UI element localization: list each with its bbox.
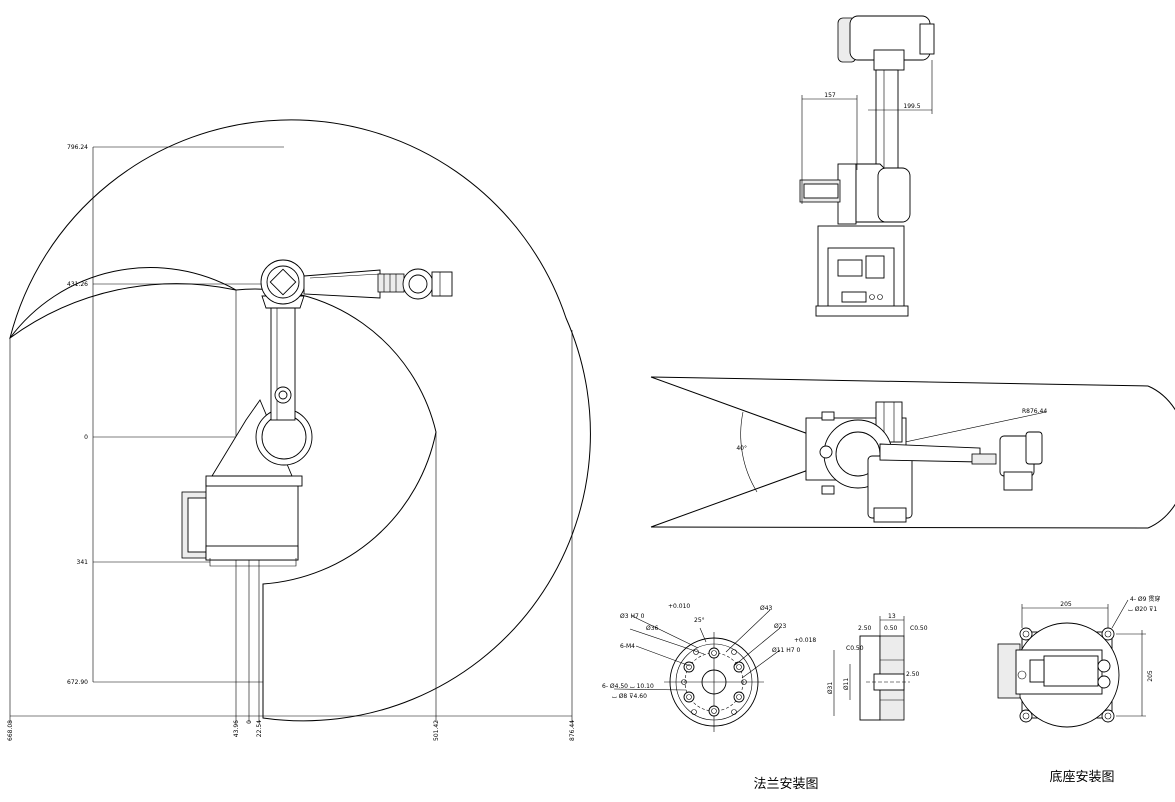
front-dim-left: 157 <box>824 92 836 99</box>
flange-angle: 25° <box>694 617 705 624</box>
y-label-base: 341 <box>77 559 89 566</box>
front-view-dimensions: 157 199.5 <box>801 60 933 204</box>
section-dim-2-50b: 2.50 <box>906 671 920 678</box>
x-label-a: 43.96 <box>233 720 240 737</box>
flange-counterbore-2: ⌴ Ø8 ⊽4.60 <box>612 693 647 700</box>
x-label-d: 501.42 <box>433 720 440 741</box>
section-dim-13: 13 <box>888 613 896 620</box>
flange-front-leaders <box>613 609 781 691</box>
y-label-bottom: 672.90 <box>67 679 88 686</box>
flange-thread: 6-M4 <box>620 643 635 650</box>
top-view-radius: R876.44 <box>1022 408 1047 415</box>
section-diameter-31: Ø31 <box>827 682 834 695</box>
base-mounting-view: 205 205 4- Ø9 贯穿 ⌴ Ø20 ⊽1 <box>997 595 1160 728</box>
base-hole-spec-2: ⌴ Ø20 ⊽1 <box>1128 606 1157 613</box>
top-view-angle: 40° <box>736 445 747 452</box>
section-dim-2-50: 2.50 <box>858 625 872 632</box>
y-label-origin: 0 <box>84 434 88 441</box>
flange-pcd-small: Ø23 <box>774 623 787 630</box>
side-view-x-labels: 668.08 43.96 0 22.54 501.42 876.44 <box>7 720 576 741</box>
flange-counterbore: 6- Ø4.50 ⌴ 10.10 <box>602 683 654 690</box>
robot-top-view: 40° R876.44 <box>650 376 1175 529</box>
section-chamfer-c0-50b: C0.50 <box>846 645 864 652</box>
x-label-c: 22.54 <box>256 720 263 737</box>
flange-pcd-inner: Ø36 <box>646 625 659 632</box>
flange-caption: 法兰安装图 <box>753 777 818 792</box>
y-label-top: 796.24 <box>67 144 88 151</box>
x-label-left: 668.08 <box>7 720 14 741</box>
robot-side-view <box>181 259 453 567</box>
base-width: 205 <box>1060 601 1072 608</box>
base-hole-spec: 4- Ø9 贯穿 <box>1130 595 1160 603</box>
y-label-wrist: 431.26 <box>67 281 88 288</box>
flange-front-labels: +0.010 Ø3 H7 0 25° Ø43 Ø36 Ø23 6-M4 +0.0… <box>602 603 816 700</box>
x-label-b: 0 <box>246 720 253 724</box>
base-caption: 底座安装图 <box>1049 769 1114 785</box>
workspace-envelope <box>9 119 591 722</box>
section-diameter-11: Ø11 <box>843 678 850 691</box>
front-dim-right: 199.5 <box>903 103 920 110</box>
section-dim-0-50: 0.50 <box>884 625 898 632</box>
x-label-right: 876.44 <box>569 720 576 741</box>
flange-bore: Ø3 H7 0 <box>620 613 645 620</box>
section-chamfer-c0-50: C0.50 <box>910 625 928 632</box>
flange-pin: Ø11 H7 0 <box>772 647 801 654</box>
flange-pin-tolerance: +0.018 <box>794 637 816 644</box>
robot-front-view <box>799 15 935 317</box>
base-height: 205 <box>1147 670 1154 682</box>
flange-front-view <box>664 632 764 732</box>
flange-pcd-outer: Ø43 <box>760 605 773 612</box>
flange-bore-tolerance: +0.010 <box>668 603 690 610</box>
flange-section-view: 13 2.50 0.50 C0.50 C0.50 2.50 Ø31 Ø11 <box>827 613 928 721</box>
side-view-y-labels: 796.24 431.26 0 341 672.90 <box>67 144 88 686</box>
